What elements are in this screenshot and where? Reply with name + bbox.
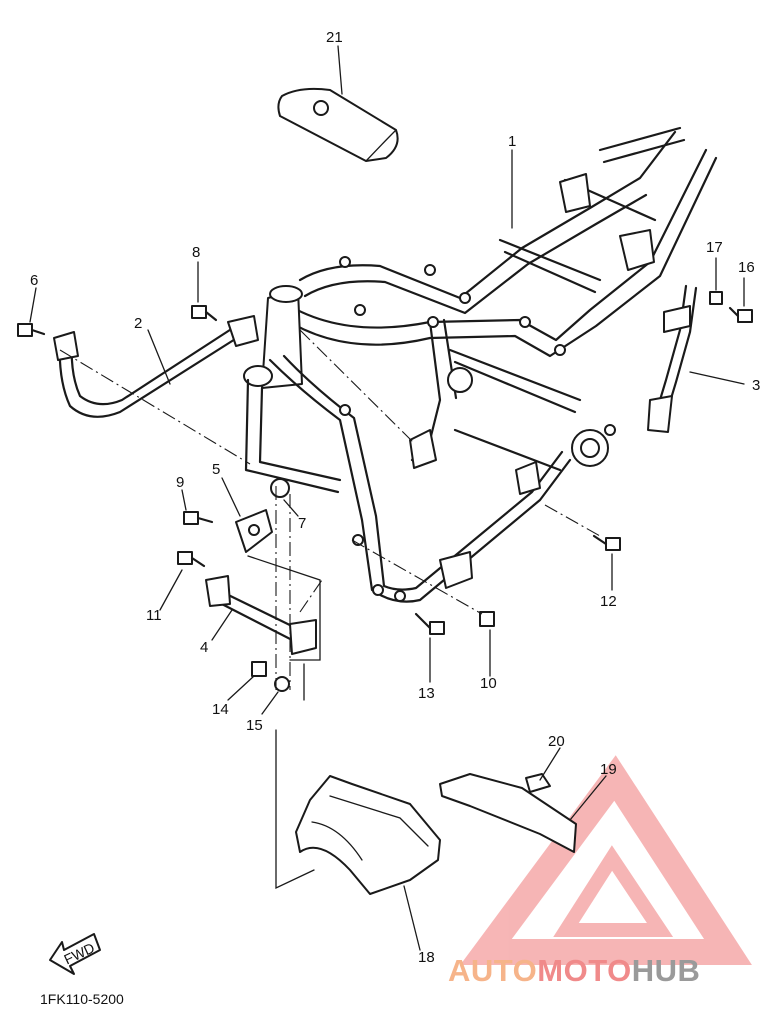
part-3-rear-stay xyxy=(647,284,698,433)
part-2-front-stay xyxy=(53,315,259,418)
callout-15: 15 xyxy=(246,717,263,734)
callout-4: 4 xyxy=(200,639,208,656)
callout-13: 13 xyxy=(418,685,435,702)
callout-12: 12 xyxy=(600,593,617,610)
part-15-washer xyxy=(274,676,290,692)
callout-11: 11 xyxy=(146,607,162,624)
part-17-nut xyxy=(709,291,723,305)
callout-1: 1 xyxy=(508,133,516,150)
callout-16: 16 xyxy=(738,259,755,276)
callout-18: 18 xyxy=(418,949,435,966)
callout-6: 6 xyxy=(30,272,38,289)
watermark-auto: AUTO xyxy=(448,953,537,988)
part-13-bolt xyxy=(414,612,445,635)
part-7-collar xyxy=(270,478,290,498)
part-19-cover xyxy=(439,773,577,853)
fwd-arrow-icon: FWD xyxy=(49,933,101,975)
part-9-bolt xyxy=(183,511,214,525)
part-18-inner-fender xyxy=(295,775,441,895)
drawing-code: 1FK110-5200 xyxy=(40,991,124,1007)
callout-21: 21 xyxy=(326,29,343,46)
fwd-label: FWD xyxy=(61,939,97,967)
part-21-cushion xyxy=(277,87,399,162)
callout-9: 9 xyxy=(176,474,184,491)
callout-17: 17 xyxy=(706,239,723,256)
callout-19: 19 xyxy=(600,761,617,778)
callout-5: 5 xyxy=(212,461,220,478)
part-1-main-frame xyxy=(243,126,718,603)
part-8-bolt xyxy=(191,305,218,322)
watermark-moto: MOTO xyxy=(537,953,631,988)
part-6-bolt xyxy=(17,323,46,337)
assembly-lines xyxy=(59,329,601,890)
part-4-bracket xyxy=(205,575,317,655)
callout-2: 2 xyxy=(134,315,142,332)
watermark-text: AUTOMOTOHUB xyxy=(448,953,700,988)
callout-8: 8 xyxy=(192,244,200,261)
leader-lines xyxy=(29,45,745,951)
part-11-bolt xyxy=(177,551,206,568)
callout-7: 7 xyxy=(298,515,306,532)
part-16-bolt xyxy=(728,306,753,323)
part-12-bolt xyxy=(592,534,621,551)
callout-14: 14 xyxy=(212,701,229,718)
callout-10: 10 xyxy=(480,675,497,692)
part-10-nut xyxy=(479,611,495,627)
watermark-logo-icon xyxy=(460,755,752,965)
watermark-hub: HUB xyxy=(632,953,701,988)
part-14-nut xyxy=(251,661,267,677)
callout-3: 3 xyxy=(752,377,760,394)
callout-20: 20 xyxy=(548,733,565,750)
